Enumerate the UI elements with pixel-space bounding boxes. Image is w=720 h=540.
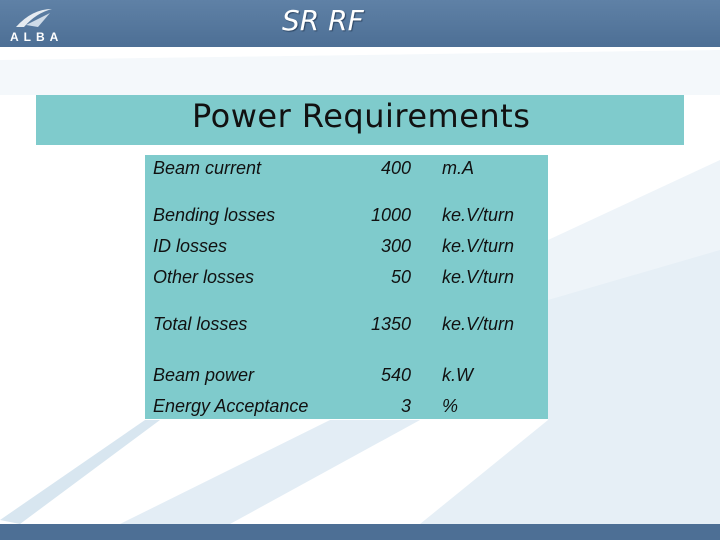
row-value: 1000 xyxy=(370,205,411,225)
footer-bar xyxy=(0,524,720,540)
row-unit: ke.V/turn xyxy=(442,314,515,334)
row-unit: k.W xyxy=(442,365,473,385)
table-row: ID losses 300 ke.V/turn xyxy=(145,236,548,264)
row-label: Total losses xyxy=(153,314,248,334)
requirements-table: Beam current 400 m.A Bending losses 1000… xyxy=(145,155,548,419)
table-row: Beam power 540 k.W xyxy=(145,365,548,393)
row-label: Other losses xyxy=(153,267,255,287)
row-value: 3 xyxy=(400,396,411,416)
table-row: Bending losses 1000 ke.V/turn xyxy=(145,205,548,233)
row-unit: ke.V/turn xyxy=(442,267,515,287)
row-label: Energy Acceptance xyxy=(153,396,309,416)
page-heading: Power Requirements xyxy=(192,97,531,135)
slide-title: SR RF xyxy=(282,4,364,37)
row-unit: m.A xyxy=(442,158,475,178)
logo-text: ALBA xyxy=(10,30,63,43)
table-row: Total losses 1350 ke.V/turn xyxy=(145,314,548,342)
title-band xyxy=(36,95,684,145)
table-row: Beam current 400 m.A xyxy=(145,158,548,186)
row-label: Beam current xyxy=(153,158,262,178)
row-value: 300 xyxy=(380,236,411,256)
row-unit: ke.V/turn xyxy=(442,236,515,256)
row-unit: % xyxy=(442,396,459,416)
row-unit: ke.V/turn xyxy=(442,205,515,225)
header-bar: ALBA SR RF xyxy=(0,0,720,47)
row-label: ID losses xyxy=(153,236,228,256)
row-value: 400 xyxy=(380,158,411,178)
table-row: Other losses 50 ke.V/turn xyxy=(145,267,548,295)
table-row: Energy Acceptance 3 % xyxy=(145,396,548,424)
row-value: 540 xyxy=(380,365,411,385)
alba-logo: ALBA xyxy=(10,9,63,43)
row-label: Bending losses xyxy=(153,205,276,225)
row-label: Beam power xyxy=(153,365,255,385)
row-value: 1350 xyxy=(370,314,411,334)
row-value: 50 xyxy=(390,267,411,287)
